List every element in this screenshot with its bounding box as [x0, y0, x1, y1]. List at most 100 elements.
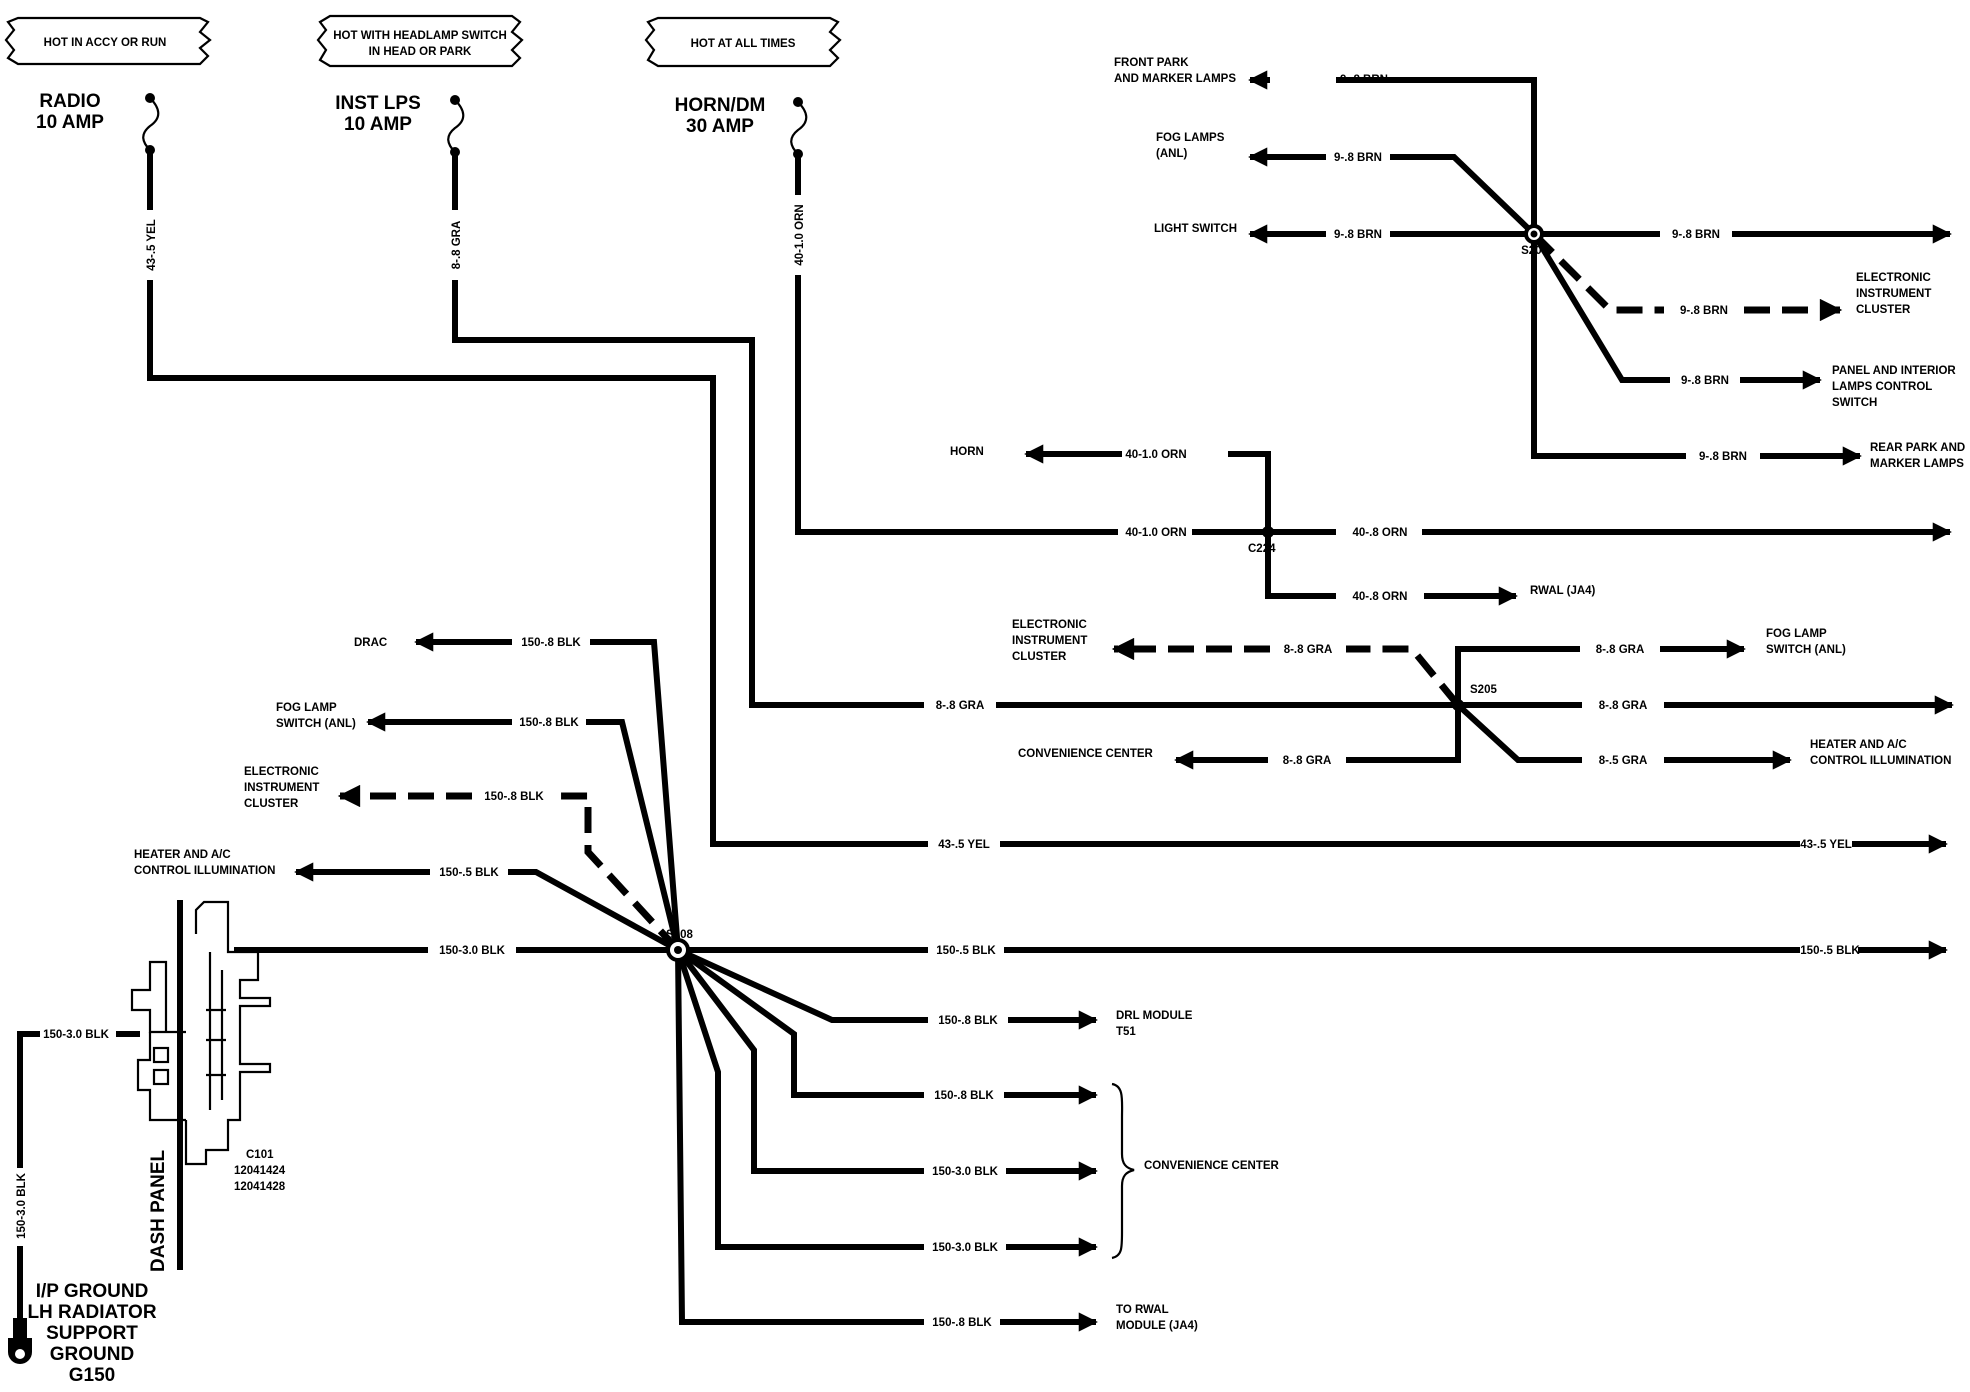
radio-drop-wire-label: 43-.5 YEL — [146, 219, 158, 271]
radio-fuse-symbol — [142, 93, 160, 155]
dash-panel-label: DASH PANEL — [148, 1150, 169, 1272]
wire-40-orn-horn — [795, 154, 1118, 535]
inst-lps-fuse-symbol — [447, 95, 465, 157]
s205-eic-wire: 8-.8 GRA — [1284, 644, 1333, 656]
s205-label: S205 — [1470, 684, 1497, 696]
inst-lps-fuse-name: INST LPS — [335, 93, 421, 114]
s209-label: S209 — [1521, 245, 1548, 257]
s208-conv-wire-1: 150-.8 BLK — [934, 1090, 994, 1102]
s209-panel-line2: LAMPS CONTROL — [1832, 381, 1932, 393]
s208-drl-line2: T51 — [1116, 1026, 1136, 1038]
c224-connector — [1024, 444, 1952, 606]
s209-panel-line1: PANEL AND INTERIOR — [1832, 365, 1956, 377]
s208-conv-center-label: CONVENIENCE CENTER — [1144, 1160, 1280, 1172]
s209-fog-line2: (ANL) — [1156, 148, 1187, 160]
c224-in-wire: 40-1.0 ORN — [1125, 527, 1186, 539]
s208-fog-switch-line2: SWITCH (ANL) — [276, 718, 356, 730]
c101-connector — [130, 900, 272, 1270]
s209-front-park-line1: FRONT PARK — [1114, 57, 1189, 69]
c224-rwal-wire: 40-.8 ORN — [1353, 591, 1408, 603]
wire-8-gra-inst — [452, 152, 924, 708]
wire-43-yel-radio — [147, 150, 928, 847]
ground-line5: G150 — [69, 1365, 115, 1386]
inst-lps-fuse-rating: 10 AMP — [344, 114, 412, 135]
ground-eyelet-icon — [8, 1318, 32, 1364]
s208-fog-switch-wire: 150-.8 BLK — [519, 717, 579, 729]
s209-eic-line3: CLUSTER — [1856, 304, 1911, 316]
ground-line4: GROUND — [50, 1344, 134, 1365]
s209-front-park-line2: AND MARKER LAMPS — [1114, 73, 1236, 85]
s208-splice — [234, 632, 1948, 1332]
s208-rwal-line2: MODULE (JA4) — [1116, 1320, 1198, 1332]
ground-vertical-wire-label: 150-3.0 BLK — [16, 1172, 28, 1239]
s208-eic-line1: ELECTRONIC — [244, 766, 319, 778]
s205-heater-line1: HEATER AND A/C — [1810, 739, 1907, 751]
s208-conv-wire-2: 150-3.0 BLK — [932, 1166, 999, 1178]
horn-fuse-name: HORN/DM — [675, 95, 766, 116]
s208-through-wire-right: 150-.5 BLK — [1800, 945, 1860, 957]
inst-lps-fuse-note-line2: IN HEAD OR PARK — [369, 46, 472, 58]
ground-line1: I/P GROUND — [36, 1281, 149, 1302]
s205-fog-switch-wire: 8-.8 GRA — [1596, 644, 1645, 656]
s205-out-wire: 8-.8 GRA — [1599, 700, 1648, 712]
s205-conv-wire: 8-.8 GRA — [1283, 755, 1332, 767]
ground-c101-wire-label: 150-3.0 BLK — [43, 1029, 110, 1041]
ground-line3: SUPPORT — [46, 1323, 138, 1344]
s209-fog-line1: FOG LAMPS — [1156, 132, 1225, 144]
convenience-center-brace — [1111, 1082, 1135, 1260]
s208-drl-wire: 150-.8 BLK — [938, 1015, 998, 1027]
s205-conv-center-label: CONVENIENCE CENTER — [1018, 748, 1154, 760]
horn-fuse-note-text: HOT AT ALL TIMES — [691, 38, 796, 50]
s208-drac-label: DRAC — [354, 637, 387, 649]
horn-drop-wire-label: 40-1.0 ORN — [794, 204, 806, 265]
s209-fog-wire: 9-.8 BRN — [1334, 152, 1382, 164]
s208-fog-switch-line1: FOG LAMP — [276, 702, 337, 714]
s209-eic-line2: INSTRUMENT — [1856, 288, 1931, 300]
s209-panel-line3: SWITCH — [1832, 397, 1877, 409]
s208-drac-wire: 150-.8 BLK — [521, 637, 581, 649]
s208-eic-wire: 150-.8 BLK — [484, 791, 544, 803]
s209-eic-wire: 9-.8 BRN — [1680, 305, 1728, 317]
s205-fog-switch-line2: SWITCH (ANL) — [1766, 644, 1846, 656]
s209-eic-line1: ELECTRONIC — [1856, 272, 1931, 284]
s209-out-right-wire: 9-.8 BRN — [1672, 229, 1720, 241]
horn-fuse-rating: 30 AMP — [686, 116, 754, 137]
s209-splice — [1248, 70, 1952, 466]
s208-label: S208 — [666, 929, 693, 941]
c224-label: C224 — [1248, 543, 1276, 555]
c224-horn-label: HORN — [950, 446, 984, 458]
s208-eic-line2: INSTRUMENT — [244, 782, 319, 794]
s205-eic-line2: INSTRUMENT — [1012, 635, 1087, 647]
s205-eic-line1: ELECTRONIC — [1012, 619, 1087, 631]
s205-splice — [1111, 637, 1954, 770]
s209-light-switch-label: LIGHT SWITCH — [1154, 223, 1237, 235]
s208-conv-wire-3: 150-3.0 BLK — [932, 1242, 999, 1254]
c101-part-1: 12041424 — [234, 1165, 286, 1177]
inst-lps-fuse-note: HOT WITH HEADLAMP SWITCH IN HEAD OR PARK — [316, 14, 524, 68]
c224-rwal-label: RWAL (JA4) — [1530, 585, 1596, 597]
ground-main-wire: 150-3.0 BLK — [439, 945, 506, 957]
s209-light-switch-wire: 9-.8 BRN — [1334, 229, 1382, 241]
s209-rear-line1: REAR PARK AND — [1870, 442, 1965, 454]
s209-rear-wire: 9-.8 BRN — [1699, 451, 1747, 463]
inst-lps-fuse-note-line1: HOT WITH HEADLAMP SWITCH — [333, 30, 507, 42]
s208-heater-wire: 150-.5 BLK — [439, 867, 499, 879]
s208-through-wire-left: 150-.5 BLK — [936, 945, 996, 957]
s205-in-wire: 8-.8 GRA — [936, 700, 985, 712]
radio-fuse-note: HOT IN ACCY OR RUN — [4, 16, 212, 66]
s209-panel-wire: 9-.8 BRN — [1681, 375, 1729, 387]
c224-horn-wire: 40-1.0 ORN — [1125, 449, 1186, 461]
inst-drop-wire-label: 8-.8 GRA — [451, 221, 463, 270]
s208-heater-line1: HEATER AND A/C — [134, 849, 231, 861]
radio-fuse-name: RADIO — [39, 91, 100, 112]
horn-fuse-symbol — [790, 97, 808, 159]
s209-rear-line2: MARKER LAMPS — [1870, 458, 1964, 470]
s208-heater-line2: CONTROL ILLUMINATION — [134, 865, 275, 877]
s205-fog-switch-line1: FOG LAMP — [1766, 628, 1827, 640]
s205-eic-line3: CLUSTER — [1012, 651, 1067, 663]
horn-fuse-note: HOT AT ALL TIMES — [644, 16, 842, 68]
yellow-run-right-wire: 43-.5 YEL — [1800, 839, 1852, 851]
s205-heater-line2: CONTROL ILLUMINATION — [1810, 755, 1951, 767]
s209-front-park-wire: 9-.8 BRN — [1340, 74, 1388, 86]
